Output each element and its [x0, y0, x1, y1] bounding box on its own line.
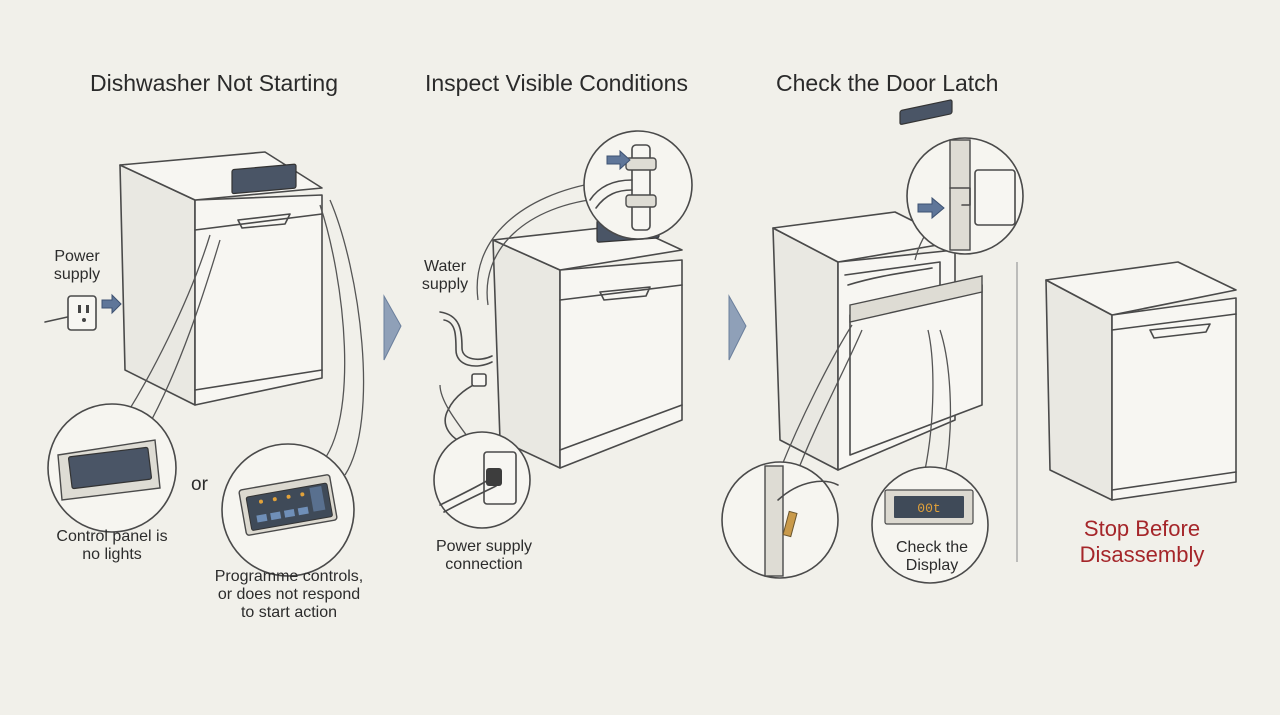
chevron-right-icon: [728, 294, 747, 361]
plug-icon: [444, 373, 487, 446]
dishwasher-2: [492, 215, 683, 469]
arrow-right-icon: [101, 293, 122, 315]
title-step-1: Dishwasher Not Starting: [90, 70, 338, 96]
latch-zoom: [721, 461, 839, 579]
control-panel-zoom: [47, 403, 177, 533]
display-zoom: [871, 466, 989, 584]
display-readout: 00t: [917, 501, 940, 516]
dishwasher-4: [1045, 261, 1237, 501]
programme-controls-zoom: [221, 443, 355, 577]
chevron-right-icon: [383, 294, 402, 361]
dishwasher-3: [772, 99, 983, 471]
power-outlet-icon: [44, 295, 97, 331]
water-valve-icon: [583, 130, 693, 240]
title-step-3: Check the Door Latch: [776, 70, 999, 96]
power-connection-zoom: [433, 431, 531, 529]
dishwasher-1: [119, 151, 323, 406]
door-latch-icon: [906, 137, 1024, 255]
label-or: or: [191, 474, 208, 495]
title-step-2: Inspect Visible Conditions: [425, 70, 688, 96]
